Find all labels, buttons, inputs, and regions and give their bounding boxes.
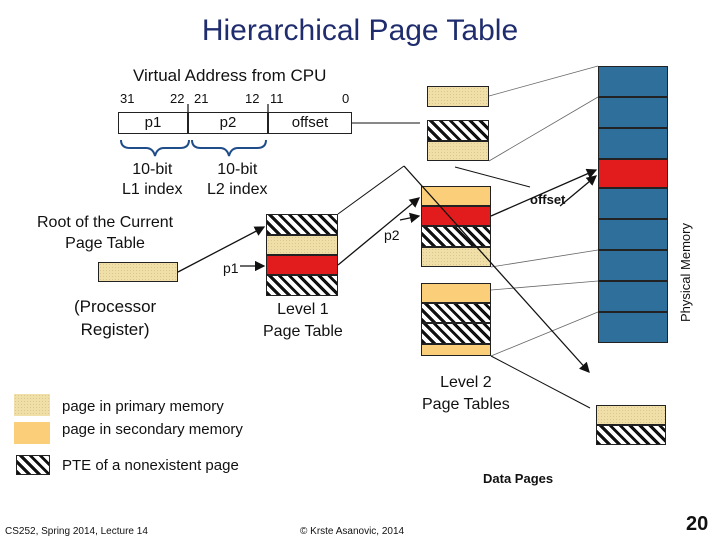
pm-frame-2 <box>598 97 668 128</box>
p1-arrow-label: p1 <box>223 260 239 276</box>
offset-label: offset <box>530 192 566 207</box>
pm-frame-1 <box>598 66 668 97</box>
l2b-entry-4 <box>421 344 491 356</box>
l1-index-brace <box>120 139 190 157</box>
l2a-entry-3 <box>421 247 491 267</box>
legend-nonexistent-swatch <box>16 455 50 475</box>
bit-11: 11 <box>270 91 284 106</box>
p2-arrow-label: p2 <box>384 227 400 243</box>
l2b-entry-1 <box>421 283 491 303</box>
bit-12: 12 <box>245 91 260 106</box>
legend-primary-label: page in primary memory <box>62 398 224 415</box>
p1-field: p1 <box>118 112 188 134</box>
data-pages-label: Data Pages <box>483 471 554 486</box>
l2a-entry-1 <box>421 186 491 206</box>
map-line-3 <box>490 249 599 268</box>
pm-frame-7 <box>598 281 668 312</box>
legend-nonexistent-label: PTE of a nonexistent page <box>62 457 239 474</box>
pm-frame-3 <box>598 128 668 159</box>
virtual-address-heading: Virtual Address from CPU <box>133 66 327 85</box>
l2b-entry-2 <box>421 303 491 323</box>
slide-number: 20 <box>686 513 709 535</box>
l1-to-l2-arrow <box>337 197 421 266</box>
map-line-5 <box>490 311 599 357</box>
p2-field: p2 <box>188 112 268 134</box>
footer-course: CS252, Spring 2014, Lecture 14 <box>5 526 148 537</box>
data-page-top-3 <box>427 141 489 161</box>
pm-frame-4 <box>598 188 668 219</box>
pm-frame-selected <box>598 159 668 188</box>
legend-primary-swatch <box>14 394 50 416</box>
l2a-entry-2 <box>421 226 491 247</box>
footer-copyright: © Krste Asanovic, 2014 <box>300 526 405 537</box>
root-label: Root of the Current Page Table <box>37 214 174 252</box>
map-line-1 <box>488 65 599 97</box>
l2b-entry-3 <box>421 323 491 344</box>
level1-label: Level 1 Page Table <box>263 301 343 340</box>
bit-21: 21 <box>194 91 209 106</box>
l1-index-label: 10-bit L1 index <box>122 161 183 198</box>
offset-arrow <box>559 175 597 207</box>
l2a-entry-selected <box>421 206 491 226</box>
bit-0: 0 <box>342 91 350 106</box>
root-pointer-arrow <box>177 226 266 273</box>
l2-index-label: 10-bit L2 index <box>207 161 268 198</box>
p2-index-arrow <box>399 212 421 223</box>
data-page-top-2 <box>427 120 489 141</box>
slide-title: Hierarchical Page Table <box>201 14 519 47</box>
legend-secondary-label: page in secondary memory <box>62 421 243 438</box>
bit-31: 31 <box>120 91 135 106</box>
processor-register-label: (Processor Register) <box>74 297 157 339</box>
l2-to-data-arrow <box>490 168 598 217</box>
pm-frame-8 <box>598 312 668 343</box>
root-register-box <box>98 262 178 282</box>
l1-entry-2 <box>266 235 338 255</box>
pm-frame-6 <box>598 250 668 281</box>
map-line-2 <box>488 96 599 162</box>
level2-label: Level 2 Page Tables <box>422 374 510 413</box>
data-page-top-1 <box>427 86 489 107</box>
l1-entry-3 <box>266 275 338 296</box>
legend-secondary-swatch <box>14 422 50 444</box>
map-line-4 <box>490 280 599 291</box>
data-page-bottom-2 <box>596 425 666 445</box>
l1-entry-1 <box>266 214 338 235</box>
bit-22: 22 <box>170 91 185 106</box>
l2-index-brace <box>191 139 267 157</box>
l1-entry-selected <box>266 255 338 275</box>
data-top-link <box>454 166 531 188</box>
data-page-arrow <box>403 165 590 373</box>
l2b-to-data <box>490 355 591 409</box>
data-page-bottom-1 <box>596 405 666 425</box>
offset-field: offset <box>268 112 352 134</box>
table-link <box>337 165 405 215</box>
pm-frame-5 <box>598 219 668 250</box>
